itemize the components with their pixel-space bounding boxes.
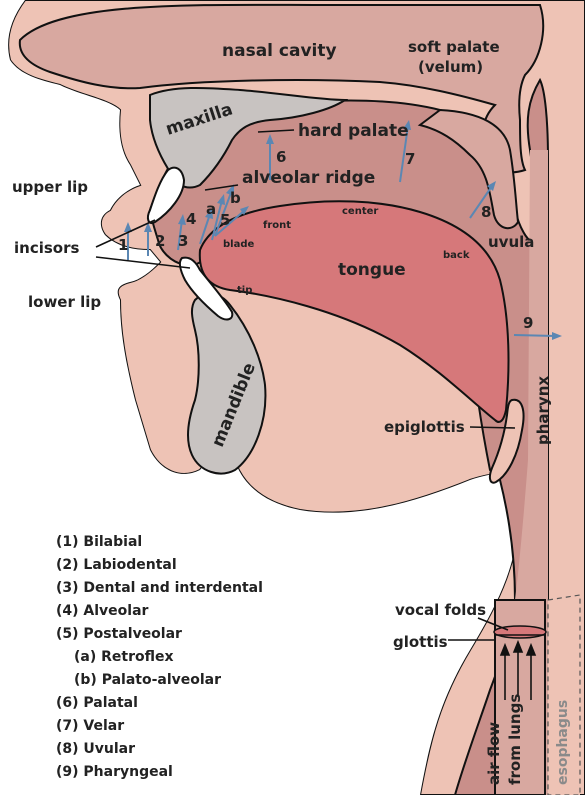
label-from-lungs: from lungs [506, 694, 524, 785]
place-letter-b: b [230, 189, 241, 207]
place-number-8: 8 [481, 203, 491, 221]
legend-item: (3) Dental and interdental [56, 580, 263, 596]
label-uvula: uvula [488, 233, 534, 251]
label-hard-palate: hard palate [298, 121, 409, 141]
label-nasal-cavity: nasal cavity [222, 41, 337, 61]
label-lower-lip: lower lip [28, 293, 101, 311]
label-blade: blade [223, 239, 254, 250]
legend-item: (4) Alveolar [56, 603, 149, 619]
label-tip: tip [237, 285, 252, 296]
legend-item: (5) Postalveolar [56, 626, 182, 642]
legend-item: (9) Pharyngeal [56, 764, 173, 780]
place-letter-a: a [206, 200, 216, 218]
place-number-1: 1 [118, 236, 128, 254]
legend-item: (2) Labiodental [56, 557, 177, 573]
label-center: center [342, 206, 378, 217]
place-number-6: 6 [276, 148, 286, 166]
label-air-flow: air flow [485, 722, 503, 785]
label-upper-lip: upper lip [12, 178, 88, 196]
label-incisors: incisors [14, 239, 79, 257]
label-velum: (velum) [418, 58, 483, 76]
place-number-7: 7 [405, 150, 415, 168]
label-alveolar-ridge: alveolar ridge [242, 168, 375, 188]
legend-item: (a) Retroflex [74, 649, 174, 665]
place-number-2: 2 [155, 232, 165, 250]
place-number-9: 9 [523, 314, 533, 332]
label-esophagus: esophagus [555, 700, 571, 785]
label-tongue: tongue [338, 260, 406, 280]
legend-item: (1) Bilabial [56, 534, 142, 550]
label-back: back [443, 250, 470, 261]
legend-item: (7) Velar [56, 718, 124, 734]
label-glottis: glottis [393, 633, 448, 651]
legend-item: (6) Palatal [56, 695, 138, 711]
label-epiglottis: epiglottis [384, 418, 465, 436]
place-number-5: 5 [220, 211, 230, 229]
legend-item: (8) Uvular [56, 741, 135, 757]
label-vocal-folds: vocal folds [395, 601, 486, 619]
label-soft-palate: soft palate [408, 38, 500, 56]
legend-item: (b) Palato-alveolar [74, 672, 221, 688]
place-number-3: 3 [178, 232, 188, 250]
label-pharynx: pharynx [534, 376, 552, 445]
label-front: front [263, 220, 291, 231]
place-number-4: 4 [186, 210, 196, 228]
